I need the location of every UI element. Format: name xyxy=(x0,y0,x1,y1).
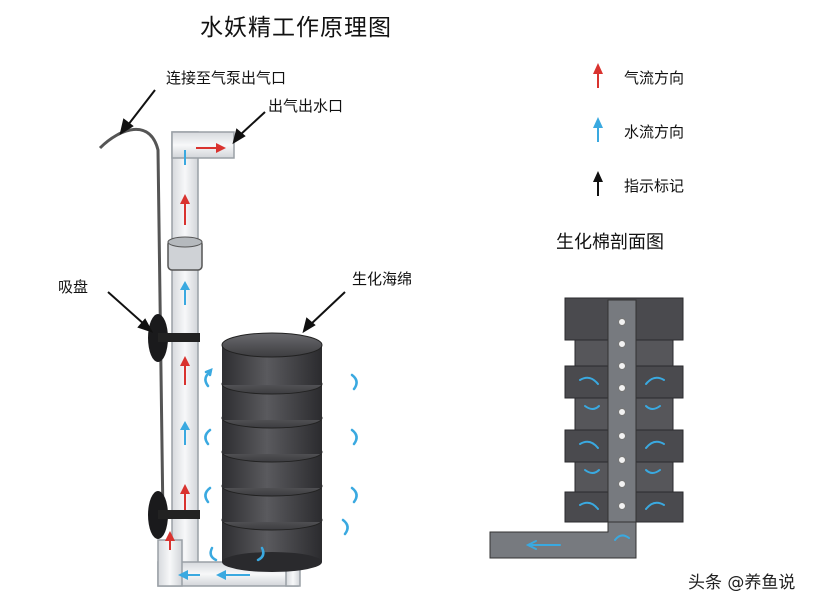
sponge-stack xyxy=(221,332,323,572)
label-suction-cup: 吸盘 xyxy=(58,278,89,296)
air-hose xyxy=(98,128,165,521)
legend-marker-icon xyxy=(593,171,603,196)
water-flow-arrows xyxy=(178,150,250,580)
suction-cup-upper xyxy=(148,314,200,362)
legend-marker: 指示标记 xyxy=(624,177,685,195)
legend-air-flow: 气流方向 xyxy=(624,69,685,87)
legend-water-icon xyxy=(593,117,603,142)
legend-water-flow: 水流方向 xyxy=(624,123,685,141)
label-sponge: 生化海绵 xyxy=(352,270,413,288)
diagram-title: 水妖精工作原理图 xyxy=(200,15,392,41)
suction-cup-lower xyxy=(148,491,200,539)
label-outlet: 出气出水口 xyxy=(268,97,344,115)
watermark: 头条 @养鱼说 xyxy=(688,573,796,593)
label-air-pump: 连接至气泵出气口 xyxy=(166,69,287,87)
air-flow-arrows xyxy=(165,143,226,550)
sponge-cross-section xyxy=(489,297,684,559)
section-title: 生化棉剖面图 xyxy=(556,232,664,253)
pointer-arrows xyxy=(107,89,346,334)
water-swirls xyxy=(204,367,358,562)
legend-air-icon xyxy=(593,63,603,88)
